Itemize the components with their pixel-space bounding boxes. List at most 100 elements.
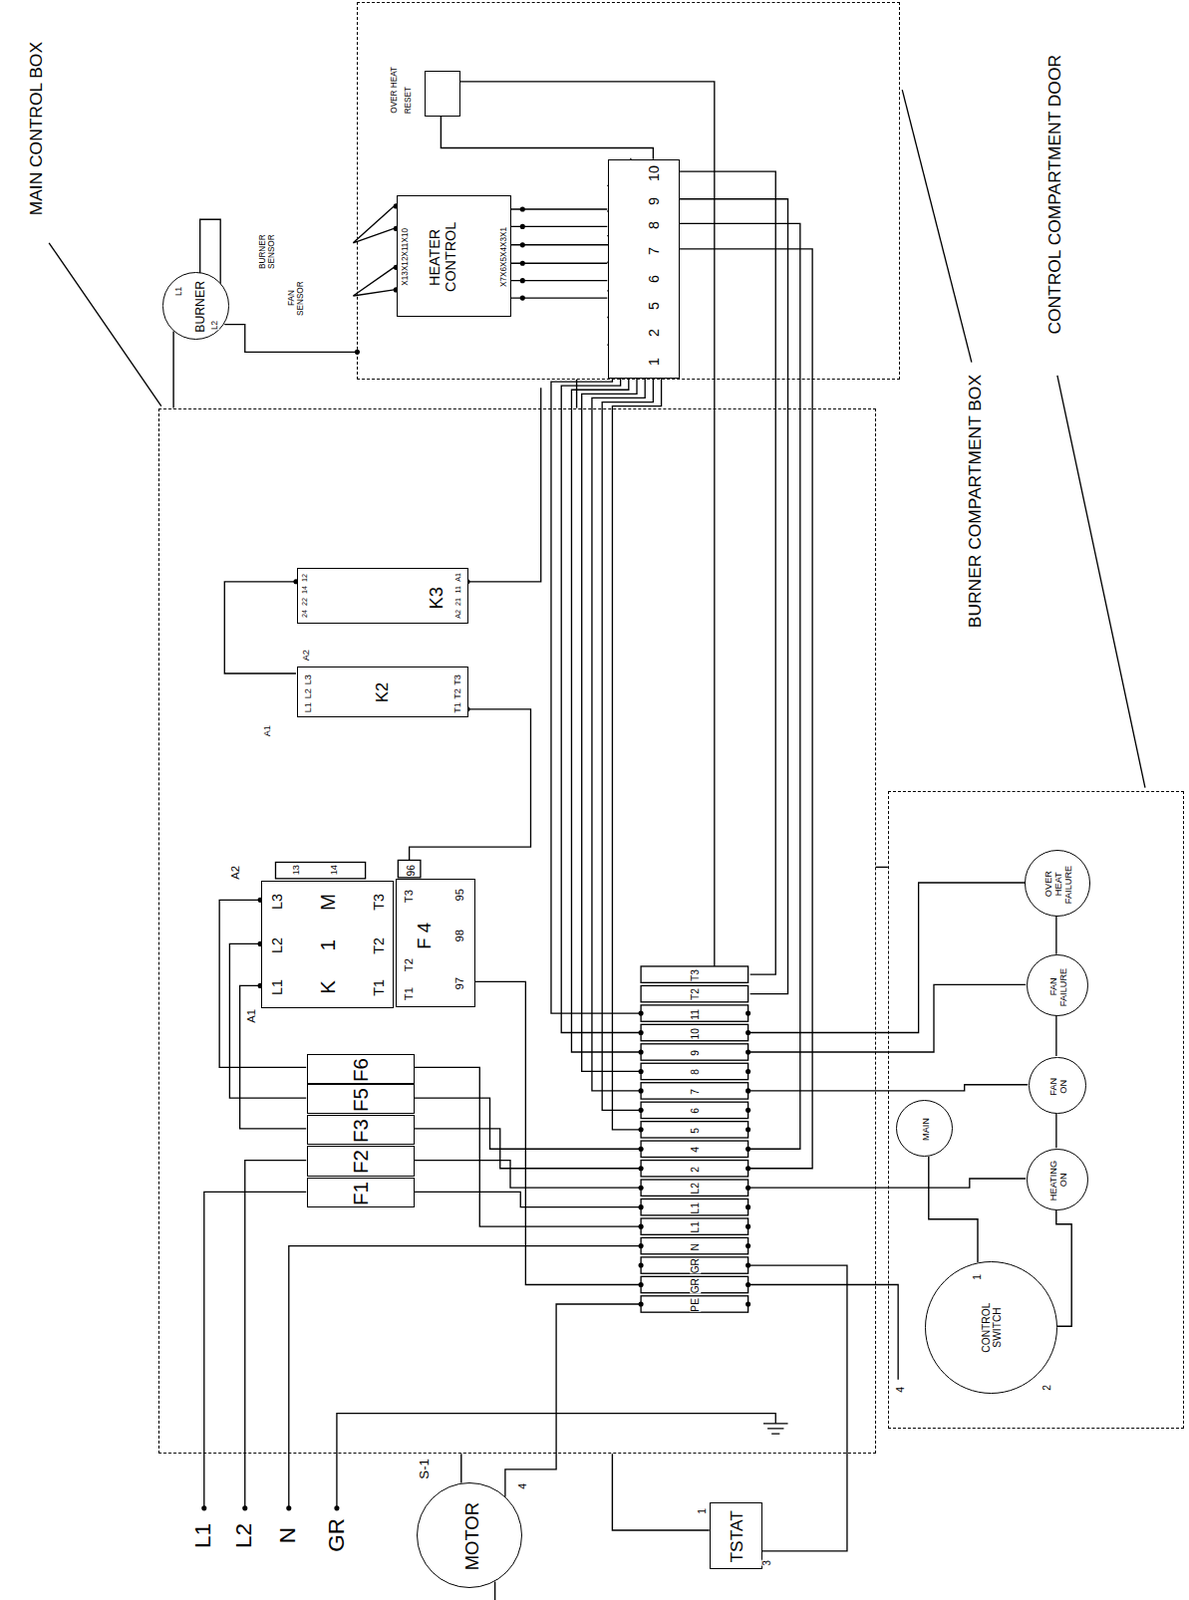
component-label: HEATER CONTROL (427, 216, 460, 298)
annotation-label: L2 (232, 1523, 258, 1549)
indicator-lamp: MAIN (895, 1100, 953, 1158)
pin-label: 97 (453, 977, 466, 991)
annotation-label: 1 (696, 1508, 708, 1515)
pin-label: 95 (453, 889, 466, 902)
dashed-region: MAIN CONTROL BOX12142224K3A11121A2L1L2L3… (158, 408, 877, 1456)
component-label: OVER HEAT (389, 66, 399, 114)
terminal-strip: T3T211109876542L2L1L1NGRGRPE (639, 965, 753, 1315)
pin-label: T2 (452, 688, 463, 700)
annotation-label: N (276, 1527, 301, 1544)
pin-label: 21 (455, 597, 464, 606)
selector-switch: CONTROL SWITCH (924, 1261, 1058, 1395)
region-heading: CONTROL COMPARTMENT DOOR (1045, 54, 1065, 335)
lamp-label: MAIN (920, 1118, 931, 1142)
fuse-label: F2 (349, 1150, 373, 1175)
pin-label: 98 (453, 929, 466, 943)
lamp-label: HEATING ON (1048, 1156, 1069, 1205)
terminal-number: L1 (689, 1202, 701, 1214)
pin-label: L1 (270, 979, 287, 996)
relay-box: 12142224K3A11121A2 (297, 568, 469, 623)
terminal-number: 1 (646, 357, 663, 366)
annotation-label: GR (324, 1518, 350, 1553)
annotation-label: S-1 (417, 1459, 433, 1481)
lamp-label: OVER HEAT FAILURE (1043, 860, 1074, 909)
pin-label: T3 (402, 890, 415, 903)
wire-connector (611, 1454, 709, 1531)
terminal-number: 10 (646, 165, 663, 182)
component-label: BURNER (194, 281, 209, 333)
terminal-number: 5 (689, 1128, 701, 1135)
terminal-strip: 109876521 (607, 159, 680, 379)
motor-symbol: MOTOR (416, 1483, 523, 1589)
annotation-label: A1 (262, 725, 273, 737)
pin-label: 96 (405, 865, 417, 877)
terminal-number: 9 (689, 1050, 701, 1057)
pin-label: A2 (455, 609, 464, 619)
terminal-number: 9 (646, 197, 663, 206)
wire-connector (928, 1157, 978, 1263)
indicator-lamp: FAN ON (1028, 1057, 1086, 1115)
wire-connector (511, 244, 608, 246)
terminal-number: 5 (646, 301, 663, 310)
pin-label: L2 (302, 688, 313, 699)
annotation-label: L1 (191, 1523, 217, 1549)
terminal-number: T2 (689, 988, 701, 1001)
terminal-number: 8 (646, 221, 663, 230)
annotation-label: 1 (971, 1274, 983, 1281)
fuse-label: F3 (349, 1119, 373, 1144)
pin-label: 22 (301, 597, 310, 606)
fuse-label: F1 (349, 1182, 373, 1206)
fuse-label: F6 (349, 1058, 373, 1083)
fuse-box: F1 (306, 1178, 415, 1209)
terminal-number: 6 (689, 1108, 701, 1115)
reset-switch-box: OVER HEATRESET (424, 70, 461, 117)
pin-label: L3 (302, 674, 313, 685)
pin-label: T3 (452, 674, 463, 686)
pin-label: K3 (426, 587, 447, 610)
lamp-label: FAN FAILURE (1048, 962, 1069, 1012)
pin-label: A1 (455, 573, 464, 583)
wire-connector (440, 116, 653, 160)
pin-label: 12 (301, 574, 310, 583)
dashed-region: BURNER COMPARTMENT BOXX13X12X11X10HEATER… (356, 1, 900, 380)
wire-connector (876, 867, 889, 869)
lamp-label: FAN ON (1048, 1071, 1069, 1103)
component-label: L2 (210, 320, 220, 330)
terminal-number: 4 (689, 1147, 701, 1154)
terminal-number: GR (689, 1278, 701, 1294)
component-label: TSTAT (727, 1510, 747, 1564)
fuse-box: F6 (306, 1054, 415, 1085)
annotation-label: 14 (328, 865, 339, 876)
terminal-number: GR (689, 1258, 701, 1274)
pin-label: T1 (371, 979, 388, 997)
annotation-label: A2 (300, 649, 311, 661)
annotation-label: BURNER SENSOR (258, 231, 277, 273)
annotation-label: 13 (291, 865, 301, 876)
terminal-number: 2 (689, 1167, 701, 1174)
controller-box: X13X12X11X10HEATER CONTROLX7X6X5X4X3X1 (396, 195, 512, 318)
pin-label: T3 (371, 893, 388, 911)
annotation-label: 4 (894, 1387, 906, 1394)
pin-label: 1 (316, 939, 340, 951)
switch-label: CONTROL SWITCH (980, 1292, 1004, 1365)
component-label: MOTOR (462, 1502, 483, 1571)
pin-label: L3 (270, 893, 287, 910)
contactor-box: L1L2L3K2T1T2T3 (297, 666, 469, 718)
pin-label: K2 (372, 682, 391, 703)
dashed-region: CONTROL COMPARTMENT DOOROVER HEAT FAILUR… (888, 791, 1185, 1430)
annotation-label: FAN SENSOR (287, 278, 305, 319)
pin-label: T1 (402, 987, 415, 1001)
contactor-box: L3MT3L21T2L1KT1 (261, 881, 394, 1009)
terminal-number: 7 (646, 247, 663, 256)
pin-label: T2 (402, 958, 415, 972)
terminal-number: L2 (689, 1183, 701, 1194)
terminal-number: 7 (689, 1089, 701, 1096)
fuse-box: F5 (306, 1084, 415, 1115)
component-label: X7X6X5X4X3X1 (499, 227, 509, 288)
terminal-number: PE (689, 1298, 701, 1313)
fuse-box: F3 (306, 1115, 415, 1146)
terminal-number: 2 (646, 328, 663, 337)
indicator-lamp: HEATING ON (1026, 1149, 1089, 1211)
